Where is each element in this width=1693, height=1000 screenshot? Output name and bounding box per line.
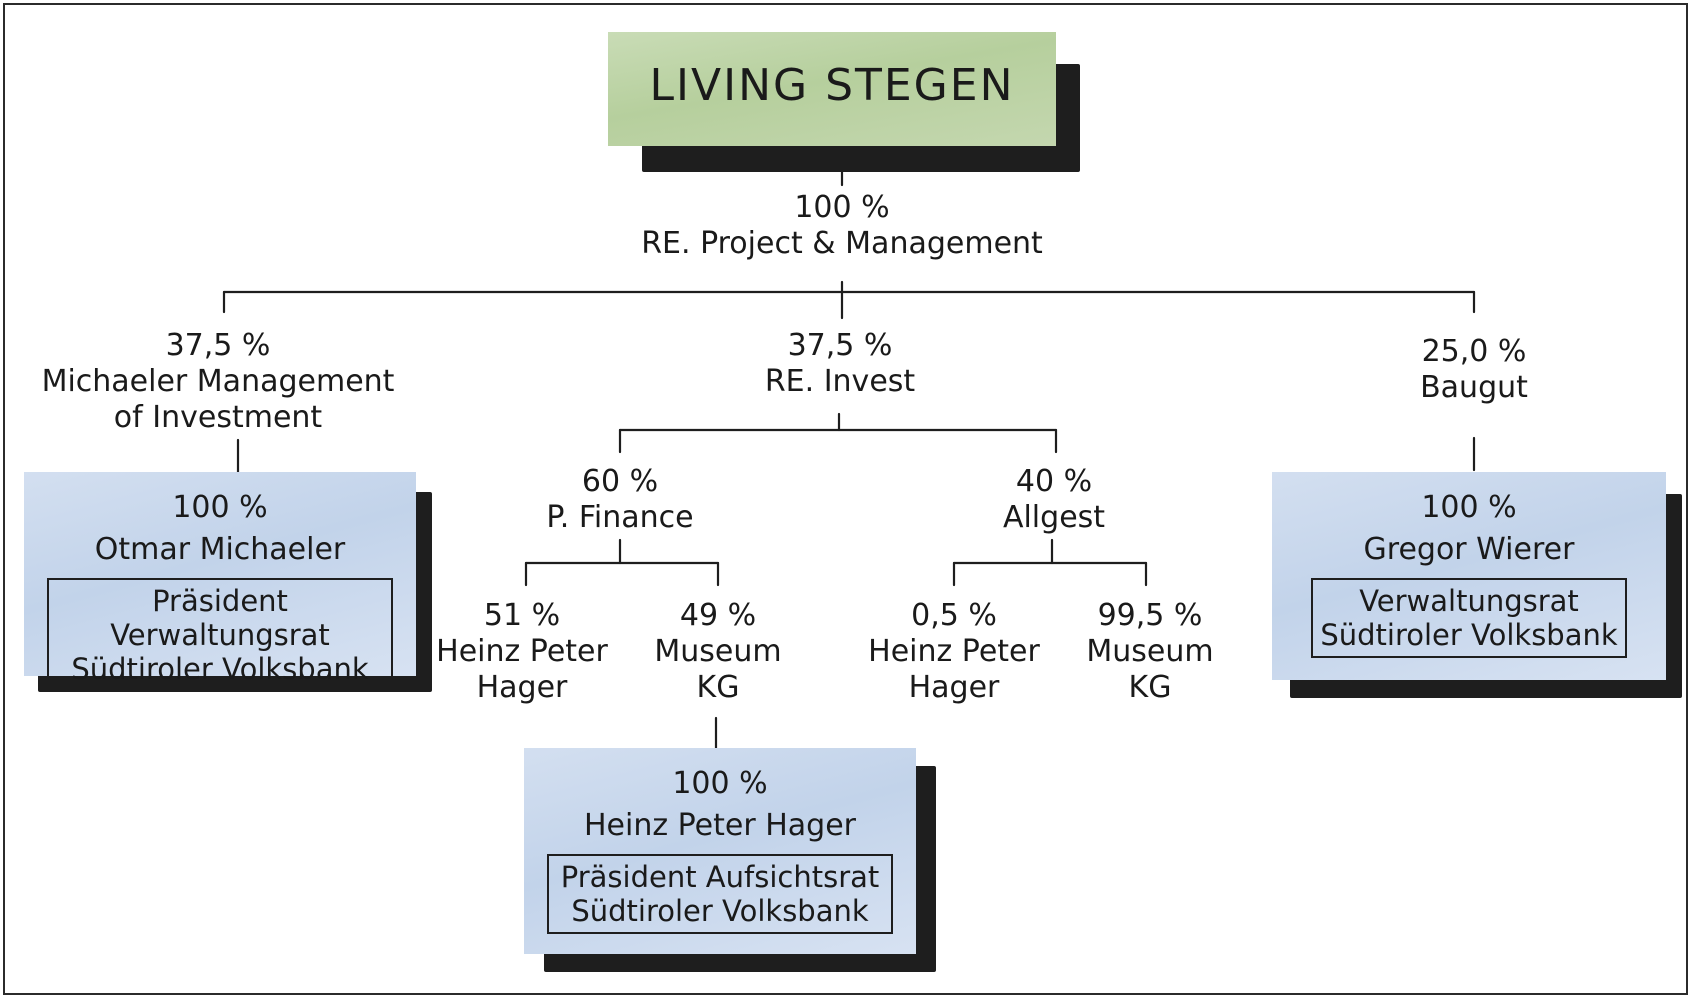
entity-re-invest: 37,5 % RE. Invest [765,328,915,400]
finance-hager-name-line2: Hager [476,670,568,705]
allgest-museum-name-line2: KG [1128,670,1172,705]
root-percent: 100 % [794,190,890,225]
heinz-peter-hager-organization: Südtiroler Volksbank [571,894,869,928]
otmar-michaeler-percent: 100 % [172,490,268,525]
title-note-paper: LIVING STEGEN [608,32,1056,146]
card-heinz-peter-hager: 100 % Heinz Peter Hager Präsident Aufsic… [524,748,936,972]
michaeler-management-name: Michaeler Management [41,364,395,399]
title-note: LIVING STEGEN [608,32,1080,172]
diagram-title: LIVING STEGEN [649,60,1015,111]
allgest-name: Allgest [1002,500,1106,535]
gregor-wierer-role-box: Verwaltungsrat Südtiroler Volksbank [1311,578,1627,658]
entity-baugut: 25,0 % Baugut [1420,334,1528,406]
entity-finance-museum: 49 % Museum KG [654,598,781,706]
allgest-percent: 40 % [1015,464,1093,499]
finance-hager-name: Heinz Peter [436,634,608,669]
entity-finance-hager: 51 % Heinz Peter Hager [436,598,608,706]
allgest-hager-percent: 0,5 % [911,598,997,633]
otmar-michaeler-name: Otmar Michaeler [94,532,346,567]
entity-allgest-museum: 99,5 % Museum KG [1086,598,1213,706]
otmar-michaeler-organization: Südtiroler Volksbank [71,652,369,686]
gregor-wierer-percent: 100 % [1421,490,1517,525]
p-finance-percent: 60 % [581,464,659,499]
gregor-wierer-role: Verwaltungsrat [1359,584,1579,618]
heinz-peter-hager-percent: 100 % [672,766,768,801]
heinz-peter-hager-role: Präsident Aufsichtsrat [560,860,880,894]
allgest-hager-name: Heinz Peter [868,634,1040,669]
finance-museum-percent: 49 % [679,598,757,633]
finance-museum-name-line2: KG [696,670,740,705]
finance-museum-name: Museum [654,634,782,669]
card-otmar-michaeler: 100 % Otmar Michaeler Präsident Verwaltu… [24,472,432,692]
card-heinz-peter-hager-paper: 100 % Heinz Peter Hager Präsident Aufsic… [524,748,916,954]
card-otmar-michaeler-paper: 100 % Otmar Michaeler Präsident Verwaltu… [24,472,416,692]
diagram-frame [3,3,1688,995]
michaeler-management-percent: 37,5 % [165,328,271,363]
heinz-peter-hager-name: Heinz Peter Hager [584,808,856,843]
baugut-percent: 25,0 % [1421,334,1527,369]
otmar-michaeler-role: Präsident Verwaltungsrat [110,584,330,652]
re-invest-name: RE. Invest [764,364,916,399]
allgest-museum-percent: 99,5 % [1097,598,1203,633]
finance-hager-percent: 51 % [483,598,561,633]
entity-p-finance: 60 % P. Finance [546,464,693,536]
heinz-peter-hager-role-box: Präsident Aufsichtsrat Südtiroler Volksb… [547,854,893,934]
gregor-wierer-name: Gregor Wierer [1363,532,1575,567]
gregor-wierer-organization: Südtiroler Volksbank [1320,618,1618,652]
p-finance-name: P. Finance [546,500,694,535]
baugut-name: Baugut [1420,370,1528,405]
card-gregor-wierer-paper: 100 % Gregor Wierer Verwaltungsrat Südti… [1272,472,1666,680]
entity-michaeler-management: 37,5 % Michaeler Management of Investmen… [42,328,395,436]
entity-allgest: 40 % Allgest [1003,464,1105,536]
card-gregor-wierer: 100 % Gregor Wierer Verwaltungsrat Südti… [1272,472,1682,698]
root-name: RE. Project & Management [641,226,1043,261]
root-entity: 100 % RE. Project & Management [641,190,1043,262]
entity-allgest-hager: 0,5 % Heinz Peter Hager [868,598,1040,706]
otmar-michaeler-role-box: Präsident Verwaltungsrat Südtiroler Volk… [47,578,393,692]
michaeler-management-name-line2: of Investment [113,400,323,435]
allgest-museum-name: Museum [1086,634,1214,669]
allgest-hager-name-line2: Hager [908,670,1000,705]
re-invest-percent: 37,5 % [787,328,893,363]
